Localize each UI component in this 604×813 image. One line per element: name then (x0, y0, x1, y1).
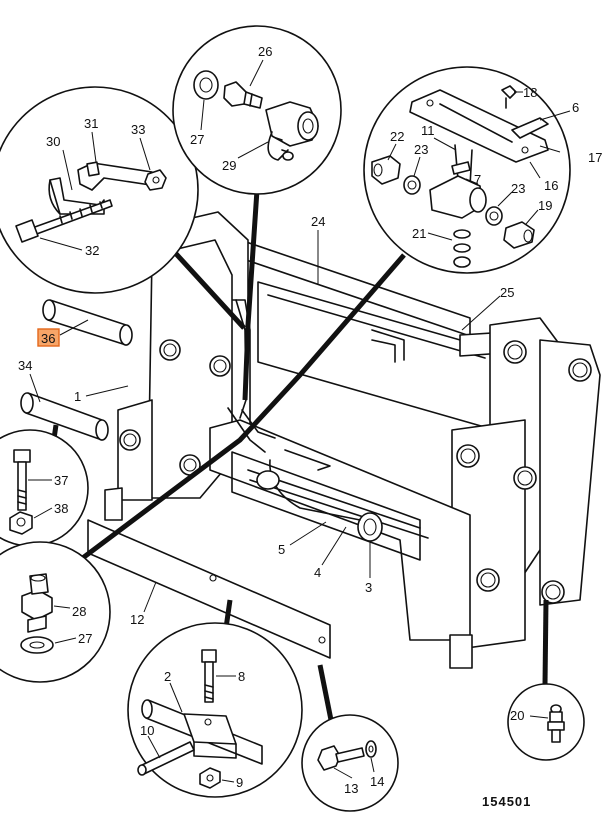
callout-20: 20 (510, 708, 524, 723)
callout-3: 3 (365, 580, 372, 595)
loose-pins (20, 299, 133, 441)
detail-circle-valve: 18 6 17 16 11 22 23 7 23 19 21 (363, 66, 602, 274)
callout-23-valve-right: 23 (511, 181, 525, 196)
callout-1: 1 (74, 389, 81, 404)
detail-circle-bolt: 37 38 (0, 429, 89, 547)
callout-27-coupler: 27 (190, 132, 204, 147)
callout-38: 38 (54, 501, 68, 516)
callout-36: 36 (41, 331, 55, 346)
callout-33: 33 (131, 122, 145, 137)
callout-11: 11 (421, 123, 435, 138)
callout-22: 22 (390, 129, 404, 144)
callout-14: 14 (370, 774, 384, 789)
callout-25: 25 (500, 285, 514, 300)
detail-circle-bolt-washer: 13 14 (301, 714, 399, 812)
callout-17: 17 (588, 150, 602, 165)
callout-10: 10 (140, 723, 154, 738)
callout-16: 16 (544, 178, 558, 193)
detail-circle-coupler: 26 27 29 (172, 25, 342, 195)
callout-9: 9 (236, 775, 243, 790)
detail-circle-bracket: 31 30 33 32 (0, 86, 199, 294)
callout-29: 29 (222, 158, 236, 173)
callout-12: 12 (130, 612, 144, 627)
main-frame (87, 211, 601, 669)
highlight-box-36 (37, 328, 60, 347)
callout-37: 37 (54, 473, 68, 488)
callout-7: 7 (474, 172, 481, 187)
callout-32: 32 (85, 243, 99, 258)
main-view-callouts: 24 25 36 34 1 12 5 4 3 (18, 214, 514, 627)
callout-8: 8 (238, 669, 245, 684)
callout-24: 24 (311, 214, 325, 229)
callout-30: 30 (46, 134, 60, 149)
detail-circle-adaptor: 28 27 (0, 541, 111, 683)
callout-13: 13 (344, 781, 358, 796)
callout-23-valve-left: 23 (414, 142, 428, 157)
callout-2: 2 (164, 669, 171, 684)
callout-6: 6 (572, 100, 579, 115)
detail-circle-grease-nipple: 20 (507, 683, 585, 761)
callout-34: 34 (18, 358, 32, 373)
callout-21: 21 (412, 226, 426, 241)
callout-18: 18 (523, 85, 537, 100)
callout-27-adaptor: 27 (78, 631, 92, 646)
callout-28: 28 (72, 604, 86, 619)
callout-4: 4 (314, 565, 321, 580)
callout-26: 26 (258, 44, 272, 59)
detail-circle-pin: 8 2 10 9 (127, 622, 303, 798)
callout-19: 19 (538, 198, 552, 213)
callout-5: 5 (278, 542, 285, 557)
catalog-number: 154501 (482, 794, 531, 809)
callout-31: 31 (84, 116, 98, 131)
